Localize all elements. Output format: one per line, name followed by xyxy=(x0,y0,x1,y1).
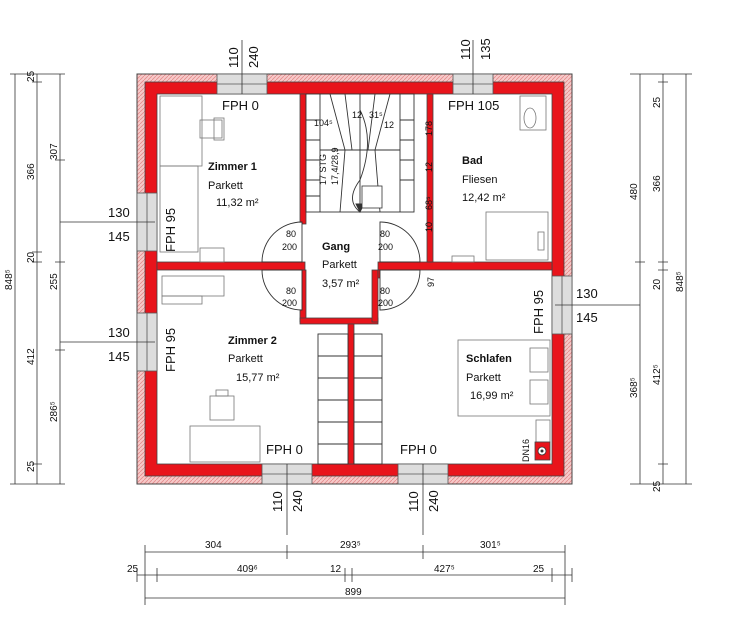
dim-bottom-r1b: 293⁵ xyxy=(340,540,361,551)
room-zimmer1-floor: Parkett xyxy=(208,180,243,192)
stair-dim-178: 178 xyxy=(424,121,434,136)
window-bottom-left-label: FPH 0 xyxy=(266,442,303,457)
stair-dim-10: 10 xyxy=(424,222,434,232)
door-right-upper-h: 200 xyxy=(378,242,393,252)
stair-dim-685: 68⁵ xyxy=(424,196,434,210)
room-schlafen-name: Schlafen xyxy=(466,353,512,365)
window-top-left-h: 240 xyxy=(246,46,261,68)
room-schlafen-floor: Parkett xyxy=(466,372,501,384)
room-bad-name: Bad xyxy=(462,155,483,167)
door-left-lower-h: 200 xyxy=(282,298,297,308)
room-schlafen-area: 16,99 m² xyxy=(470,390,514,402)
window-left-upper-label: FPH 95 xyxy=(163,208,178,252)
window-top-right-w: 110 xyxy=(458,39,473,60)
window-left-lower-h: 145 xyxy=(108,349,130,364)
dim-left-b2: 255 xyxy=(49,273,60,290)
window-right-label: FPH 95 xyxy=(531,290,546,334)
room-gang-floor: Parkett xyxy=(322,259,357,271)
stair-shaft xyxy=(361,185,383,209)
dim-bottom-r1c: 301⁵ xyxy=(480,540,501,551)
window-right-w: 130 xyxy=(576,286,598,301)
stair-dim-97: 97 xyxy=(426,277,436,287)
dim-right-a5: 25 xyxy=(652,480,663,492)
stair-steps: 17 STG xyxy=(318,154,328,185)
dim-left-a1: 25 xyxy=(26,70,37,82)
door-left-lower-w: 80 xyxy=(286,286,296,296)
room-gang-area: 3,57 m² xyxy=(322,278,360,290)
room-bad-floor: Fliesen xyxy=(462,174,497,186)
chimney-label: DN16 xyxy=(521,439,531,462)
window-left-upper-h: 145 xyxy=(108,229,130,244)
door-right-upper-w: 80 xyxy=(380,229,390,239)
window-bottom-left-w: 110 xyxy=(270,491,285,512)
dim-bottom-r2a: 25 xyxy=(127,564,139,575)
dim-left-a3: 20 xyxy=(26,251,37,263)
dim-bottom-r2e: 25 xyxy=(533,564,545,575)
room-bad-area: 12,42 m² xyxy=(462,192,506,204)
door-right-lower-w: 80 xyxy=(380,286,390,296)
door-left-upper-h: 200 xyxy=(282,242,297,252)
door-left-upper-w: 80 xyxy=(286,229,296,239)
window-left-upper-w: 130 xyxy=(108,205,130,220)
furniture xyxy=(159,95,551,463)
door-right-lower-h: 200 xyxy=(378,298,393,308)
dim-bottom-r2d: 427⁵ xyxy=(434,564,455,575)
dim-right-a1: 25 xyxy=(652,96,663,108)
window-top-right-label: FPH 105 xyxy=(448,98,499,113)
stair-ratio: 17,4/28,9 xyxy=(330,147,340,185)
dim-left-a5: 25 xyxy=(26,460,37,472)
room-zimmer1-area: 11,32 m² xyxy=(216,197,259,209)
dim-right-b2: 368⁵ xyxy=(629,377,640,398)
stair-upper xyxy=(305,93,415,214)
stair-dim-12c: 12 xyxy=(424,162,434,172)
stair-lower xyxy=(317,333,383,465)
window-left-lower-w: 130 xyxy=(108,325,130,340)
dim-bottom-r1a: 304 xyxy=(205,540,222,551)
dim-right-total: 848⁵ xyxy=(675,271,686,292)
window-right-h: 145 xyxy=(576,310,598,325)
dim-left-a4: 412 xyxy=(26,348,37,365)
window-bottom-right-h: 240 xyxy=(426,490,441,512)
dim-left-b1: 307 xyxy=(49,143,60,160)
dim-right-b1: 480 xyxy=(629,183,640,200)
window-top-left-label: FPH 0 xyxy=(222,98,259,113)
room-zimmer2-floor: Parkett xyxy=(228,353,263,365)
room-zimmer2-name: Zimmer 2 xyxy=(228,335,277,347)
window-bottom-right-w: 110 xyxy=(406,491,421,512)
stair-dim-315: 31⁵ xyxy=(369,110,383,120)
window-bottom-left-h: 240 xyxy=(290,490,305,512)
window-bottom-right-label: FPH 0 xyxy=(400,442,437,457)
stair-dim-12b: 12 xyxy=(384,120,394,130)
window-left-lower-label: FPH 95 xyxy=(163,328,178,372)
interior-walls xyxy=(156,93,553,465)
dim-right-a4: 412⁵ xyxy=(652,364,663,385)
dim-bottom-r2c: 12 xyxy=(330,564,342,575)
stair-dim-1045: 104⁵ xyxy=(314,118,333,128)
room-zimmer1-name: Zimmer 1 xyxy=(208,161,257,173)
window-top-right-h: 135 xyxy=(478,38,493,60)
door-swings xyxy=(261,221,421,311)
window-top-left-w: 110 xyxy=(226,47,241,68)
room-zimmer2-area: 15,77 m² xyxy=(236,372,280,384)
dim-right-a2: 366 xyxy=(652,175,663,192)
stair-dim-12a: 12 xyxy=(352,110,362,120)
dim-bottom-r2b: 409⁶ xyxy=(237,564,258,575)
dim-right-a3: 20 xyxy=(652,278,663,290)
dim-bottom-total: 899 xyxy=(345,587,362,598)
room-gang-name: Gang xyxy=(322,241,350,253)
dimension-lines xyxy=(10,40,692,605)
dim-left-a2: 366 xyxy=(26,163,37,180)
dim-left-total: 848⁵ xyxy=(4,269,15,290)
chimney xyxy=(534,441,551,461)
dim-left-b3: 286⁵ xyxy=(49,401,60,422)
